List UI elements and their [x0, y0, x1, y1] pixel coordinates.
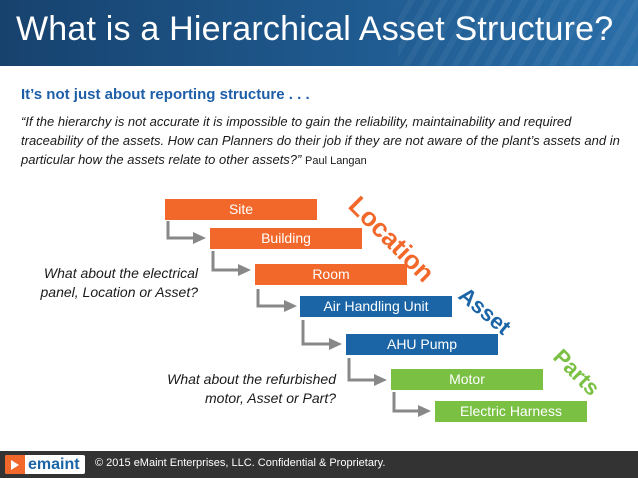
box-site: Site	[165, 199, 317, 220]
slide-title: What is a Hierarchical Asset Structure?	[16, 10, 614, 48]
footer-copyright: © 2015 eMaint Enterprises, LLC. Confiden…	[95, 457, 386, 469]
box-motor: Motor	[391, 369, 543, 390]
slide-subtitle: It’s not just about reporting structure …	[21, 86, 310, 103]
quote-text: “If the hierarchy is not accurate it is …	[21, 114, 620, 167]
quote-author: Paul Langan	[305, 155, 367, 167]
logo-wordmark: emaint	[28, 456, 80, 473]
arrowhead-pump	[329, 338, 342, 350]
arrow-motor-harness	[392, 392, 420, 413]
emaint-logo: emaint	[5, 455, 85, 474]
note-refurbished-motor: What about the refurbished motor, Asset …	[130, 370, 336, 408]
box-air-handling-unit: Air Handling Unit	[300, 296, 452, 317]
arrow-pump-motor	[347, 358, 376, 382]
note-motor-line-1: What about the refurbished	[167, 371, 336, 387]
arrowhead-building	[193, 232, 206, 244]
arrowhead-room	[238, 264, 251, 276]
arrow-room-ahu	[256, 289, 286, 308]
logo-play-icon	[5, 455, 25, 474]
note-motor-line-2: motor, Asset or Part?	[205, 390, 336, 406]
arrow-building-room	[211, 251, 240, 272]
box-ahu-pump: AHU Pump	[346, 334, 498, 355]
note-electrical-line-2: panel, Location or Asset?	[40, 284, 198, 300]
arrowhead-ahu	[284, 300, 297, 312]
slide-header: What is a Hierarchical Asset Structure?	[0, 0, 638, 66]
note-electrical-line-1: What about the electrical	[43, 265, 198, 281]
note-electrical-panel: What about the electrical panel, Locatio…	[8, 264, 198, 302]
arrow-site-building	[166, 221, 195, 240]
arrowhead-harness	[418, 405, 431, 417]
box-room: Room	[255, 264, 407, 285]
arrowhead-motor	[374, 374, 387, 386]
quote-block: “If the hierarchy is not accurate it is …	[21, 112, 621, 171]
arrow-ahu-pump	[301, 320, 331, 346]
slide-footer	[0, 451, 638, 478]
box-building: Building	[210, 228, 362, 249]
box-electric-harness: Electric Harness	[435, 401, 587, 422]
